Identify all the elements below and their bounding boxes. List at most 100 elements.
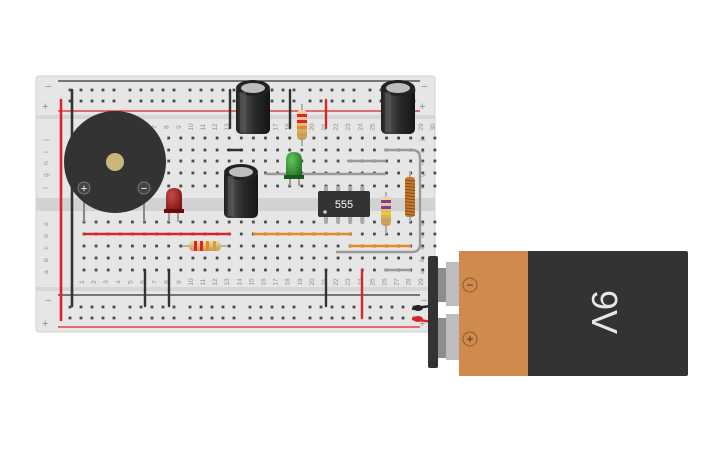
rail-hole bbox=[232, 316, 236, 320]
breadboard-hole bbox=[155, 268, 158, 272]
rail-hole bbox=[232, 305, 236, 309]
capacitor-2[interactable] bbox=[381, 80, 415, 134]
breadboard-hole bbox=[264, 136, 267, 140]
breadboard-hole bbox=[360, 256, 364, 260]
column-number-top: 24 bbox=[357, 123, 364, 131]
rail-hole bbox=[330, 316, 334, 320]
column-number-bottom: 20 bbox=[309, 278, 316, 286]
column-number-bottom: 12 bbox=[212, 278, 219, 286]
555-timer-chip-icon[interactable]: 555 bbox=[318, 186, 370, 223]
rail-hole bbox=[101, 316, 105, 320]
resistor-right-band-1 bbox=[381, 200, 391, 203]
rail-plus-top-right: + bbox=[419, 101, 425, 113]
row-letter-right: c bbox=[419, 246, 426, 250]
rail-hole bbox=[292, 316, 296, 320]
breadboard-hole bbox=[252, 159, 255, 163]
breadboard-hole bbox=[276, 159, 279, 163]
column-number-bottom: 23 bbox=[345, 278, 352, 286]
resistor-vertical-right[interactable] bbox=[381, 192, 391, 234]
inductor[interactable] bbox=[404, 172, 416, 222]
column-number-top: 22 bbox=[333, 123, 340, 131]
breadboard-hole bbox=[300, 268, 304, 272]
rail-hole bbox=[401, 316, 405, 320]
buzzer-plus-marker bbox=[77, 181, 91, 195]
breadboard-hole bbox=[203, 220, 207, 224]
rail-hole bbox=[379, 316, 383, 320]
rail-hole bbox=[341, 88, 345, 92]
rail-hole bbox=[319, 305, 323, 309]
resistor-horizontal-band-1 bbox=[194, 241, 197, 251]
rail-hole bbox=[188, 99, 192, 103]
breadboard-hole bbox=[336, 268, 340, 272]
breadboard-hole bbox=[409, 232, 413, 236]
battery-terminal-bottom bbox=[446, 314, 460, 360]
battery-clip-plate bbox=[428, 256, 438, 368]
rail-hole bbox=[248, 316, 252, 320]
buzzer-plus-label: + bbox=[81, 183, 87, 195]
breadboard-hole bbox=[276, 256, 279, 260]
breadboard-hole bbox=[203, 136, 207, 140]
piezo-buzzer-icon[interactable]: + − bbox=[64, 111, 166, 222]
rail-hole bbox=[270, 316, 274, 320]
breadboard-hole bbox=[191, 148, 195, 152]
breadboard-hole bbox=[324, 136, 328, 140]
row-letter-right: f bbox=[419, 187, 426, 189]
breadboard-hole bbox=[324, 159, 328, 163]
rail-separator-top bbox=[36, 115, 435, 119]
buzzer-minus-marker bbox=[137, 181, 151, 195]
breadboard-hole bbox=[312, 220, 316, 224]
column-number-top: 7 bbox=[152, 125, 159, 129]
breadboard-hole bbox=[276, 148, 279, 152]
breadboard-hole bbox=[106, 268, 110, 272]
breadboard-hole bbox=[203, 148, 207, 152]
column-number-top: 18 bbox=[285, 123, 292, 131]
rail-hole bbox=[172, 99, 176, 103]
breadboard-hole bbox=[433, 244, 437, 248]
rail-hole bbox=[210, 88, 214, 92]
rail-hole bbox=[150, 305, 154, 309]
breadboard-hole bbox=[167, 148, 171, 152]
row-letter-left: f bbox=[43, 187, 50, 189]
breadboard-hole bbox=[227, 220, 231, 224]
column-number-bottom: 22 bbox=[333, 278, 340, 286]
rail-plus-bottom-right: + bbox=[419, 318, 425, 330]
breadboard-hole bbox=[239, 159, 243, 163]
breadboard-hole bbox=[143, 244, 146, 248]
breadboard-hole bbox=[421, 148, 425, 152]
breadboard-hole bbox=[82, 256, 86, 260]
row-letter-right: d bbox=[419, 234, 426, 238]
capacitor-1[interactable] bbox=[236, 80, 270, 134]
breadboard-hole bbox=[203, 268, 207, 272]
rail-hole bbox=[379, 88, 383, 92]
battery-terminal-top bbox=[446, 262, 460, 306]
breadboard-hole bbox=[227, 244, 231, 248]
column-number-bottom: 9 bbox=[176, 280, 183, 284]
breadboard-hole bbox=[252, 244, 255, 248]
row-letter-left: g bbox=[43, 173, 50, 177]
breadboard-hole bbox=[167, 244, 171, 248]
green-led[interactable] bbox=[284, 152, 304, 186]
breadboard-hole bbox=[421, 220, 425, 224]
wires bbox=[59, 88, 422, 322]
capacitor-3[interactable] bbox=[224, 164, 258, 218]
breadboard-hole bbox=[373, 256, 376, 260]
ic-pin bbox=[324, 217, 328, 223]
resistor-horizontal[interactable] bbox=[182, 241, 228, 251]
components: + − bbox=[64, 80, 416, 251]
breadboard-hole bbox=[312, 256, 316, 260]
breadboard-hole bbox=[191, 268, 195, 272]
red-led[interactable] bbox=[164, 188, 184, 222]
column-number-top: 12 bbox=[212, 123, 219, 131]
rail-hole bbox=[341, 305, 345, 309]
capacitor-1-top bbox=[241, 83, 265, 93]
breadboard-hole bbox=[300, 184, 304, 188]
rail-hole bbox=[139, 88, 143, 92]
breadboard-hole bbox=[155, 220, 158, 224]
breadboard-hole bbox=[312, 159, 316, 163]
9v-battery-icon[interactable]: − + 9V bbox=[411, 251, 688, 376]
rail-hole bbox=[232, 99, 236, 103]
breadboard-hole bbox=[433, 232, 437, 236]
inductor-coil-turn bbox=[404, 195, 416, 198]
rail-hole bbox=[161, 99, 165, 103]
resistor-vertical-top[interactable] bbox=[297, 104, 307, 146]
